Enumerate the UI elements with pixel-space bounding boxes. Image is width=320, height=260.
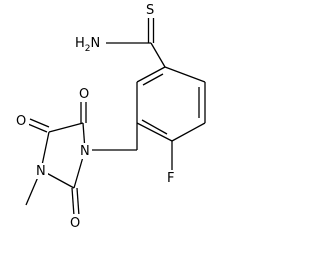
- ring-bond-4: [136, 122, 173, 142]
- ring-bond-3: [171, 122, 206, 142]
- fluorine-atom-label: F: [167, 171, 174, 186]
- oxygen-c4-label: O: [16, 114, 26, 129]
- c5-c4-bond: [48, 122, 84, 133]
- oxygen-c5-label: O: [79, 87, 89, 102]
- amine-hydrogen-label: H: [75, 36, 85, 51]
- imidazolidine-n1-label: N: [80, 144, 90, 159]
- oxygen-c2-label: O: [70, 216, 80, 231]
- amine-subscript-label: 2: [85, 44, 91, 54]
- ring-inner-bond-c: [142, 73, 164, 86]
- ring-bond-6: [136, 66, 166, 83]
- imidazolidine-n3-label: N: [36, 164, 46, 179]
- sulfur-atom-label: S: [146, 3, 154, 18]
- c2-o-double-bond-b: [76, 187, 80, 217]
- amine-nitrogen-label: N: [91, 36, 101, 51]
- chemical-structure-diagram: S H2N F N N O O O: [15, 2, 206, 231]
- c-aryl-bond: [150, 42, 166, 68]
- amine-group-label: H2N: [75, 36, 100, 54]
- c4-o-double-bond-b: [29, 118, 50, 128]
- ring-bond-1: [164, 66, 206, 83]
- c4-o-double-bond-a: [27, 123, 48, 133]
- c2-o-double-bond-a: [71, 187, 75, 217]
- ring-inner-bond-b: [141, 119, 168, 135]
